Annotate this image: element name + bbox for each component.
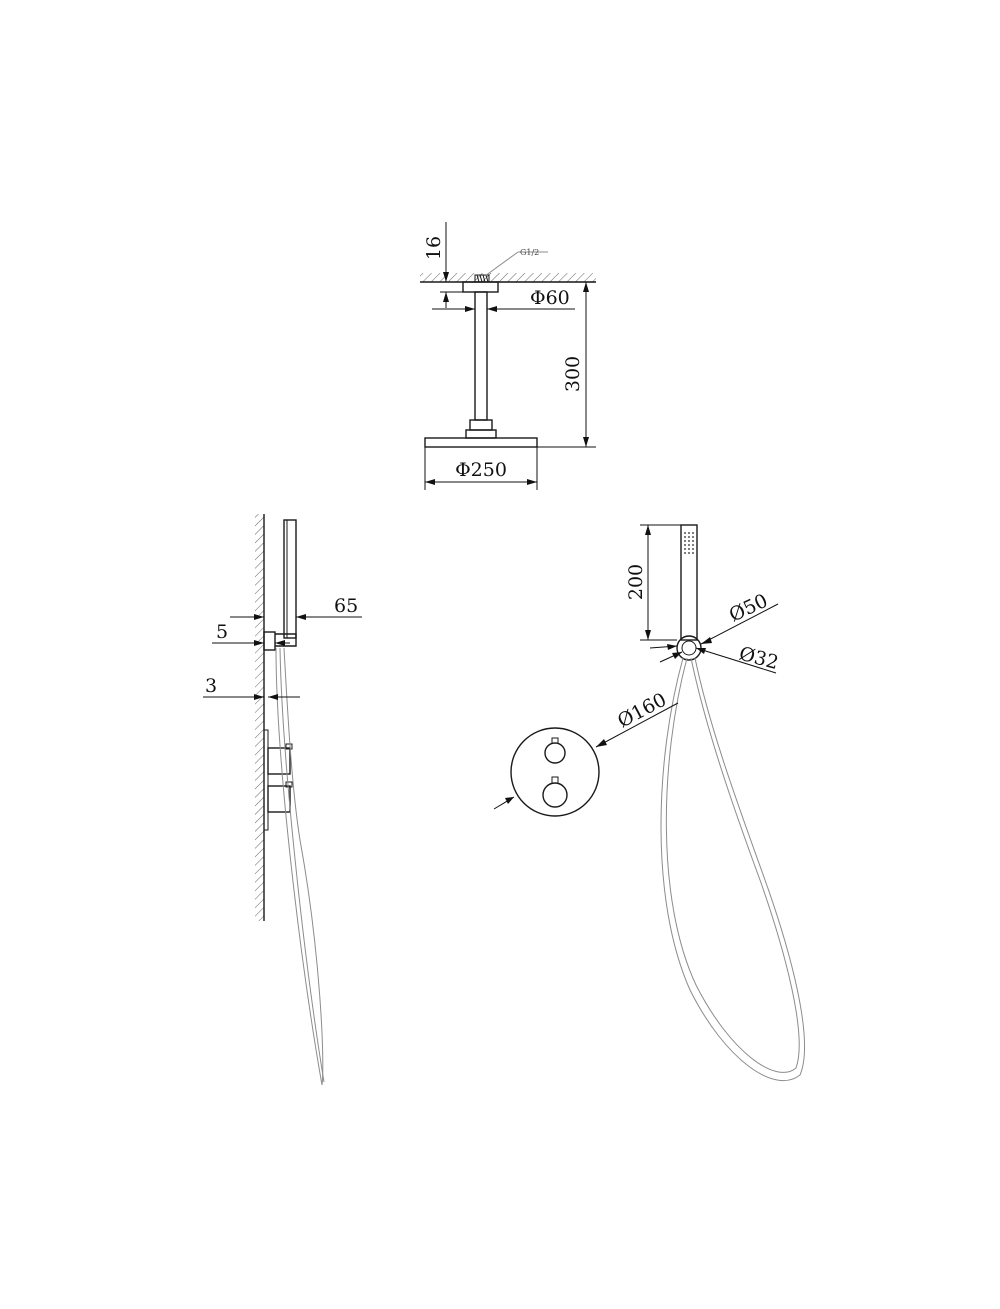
- side-handle-top: [267, 747, 291, 775]
- thermostat-front-view: Ø160: [493, 689, 679, 817]
- holder-bracket: [263, 631, 276, 651]
- dim-arm-length: 300: [562, 356, 584, 392]
- shower-head: [424, 437, 538, 448]
- spray-nozzles: [684, 532, 694, 554]
- thermostat-plate: [510, 727, 600, 817]
- hand-shower-view: 200 Ø50 Ø32: [625, 524, 806, 1081]
- hand-shower-handle: [680, 524, 698, 641]
- side-handle-bottom: [267, 785, 291, 813]
- dim-holder-depth: 65: [334, 595, 358, 617]
- dim-flange-diameter: Φ60: [530, 287, 570, 309]
- ceiling-hatch: [420, 273, 596, 282]
- dim-plate-diameter: Ø160: [614, 689, 670, 733]
- wall-hatch: [255, 514, 264, 921]
- dim-holder-plate: 5: [216, 621, 228, 643]
- front-handle-top: [544, 742, 566, 764]
- hose-loop: [660, 657, 806, 1081]
- dim-holder-outer: Ø50: [726, 590, 771, 627]
- thread-spec-label: G1/2: [520, 248, 539, 257]
- dim-holder-inner: Ø32: [737, 643, 781, 675]
- dim-cover-plate: 3: [205, 675, 217, 697]
- dim-flange-height: 16: [423, 236, 445, 260]
- head-connector: [469, 419, 493, 431]
- hand-shower-side: [283, 519, 297, 639]
- holder-ring-inner: [681, 640, 697, 656]
- dim-handle-length: 200: [625, 564, 647, 600]
- cover-plate: [263, 729, 269, 831]
- side-view: 65 5 3: [203, 514, 362, 1086]
- ceiling-flange: [462, 281, 499, 293]
- shower-arm: [474, 291, 488, 421]
- dim-head-diameter: Φ250: [455, 459, 507, 481]
- front-handle-bottom: [542, 782, 568, 808]
- ceiling-arm-view: 16 G1/2 Φ60 300 Φ250: [420, 222, 596, 490]
- hose-side: [275, 647, 324, 1086]
